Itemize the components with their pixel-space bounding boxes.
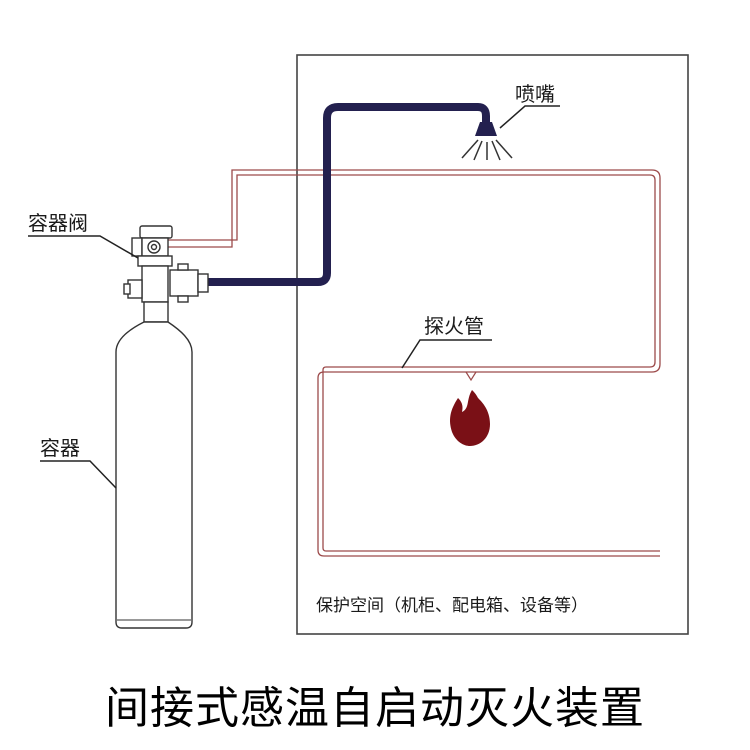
container-cylinder: [115, 321, 193, 629]
detector-tube-leader-line: [401, 339, 492, 369]
container-valve: [123, 225, 209, 323]
discharge-pipe: [205, 103, 490, 286]
valve-leader-line: [28, 235, 139, 259]
container-label: 容器: [40, 436, 80, 460]
nozzle-leader-line: [499, 105, 560, 129]
container-leader-line: [40, 460, 117, 489]
container-valve-label: 容器阀: [28, 211, 88, 235]
nozzle-icon: [461, 122, 513, 161]
nozzle-label: 喷嘴: [515, 82, 555, 106]
diagram-title: 间接式感温自启动灭火装置: [105, 683, 645, 734]
flame-icon: [450, 390, 490, 446]
tube-rupture-point: [465, 371, 477, 382]
protected-space-box: [296, 54, 689, 635]
detector-tube-label: 探火管: [424, 314, 484, 338]
detector-tube: [168, 169, 661, 557]
protected-space-label: 保护空间（机柜、配电箱、设备等）: [316, 596, 588, 616]
